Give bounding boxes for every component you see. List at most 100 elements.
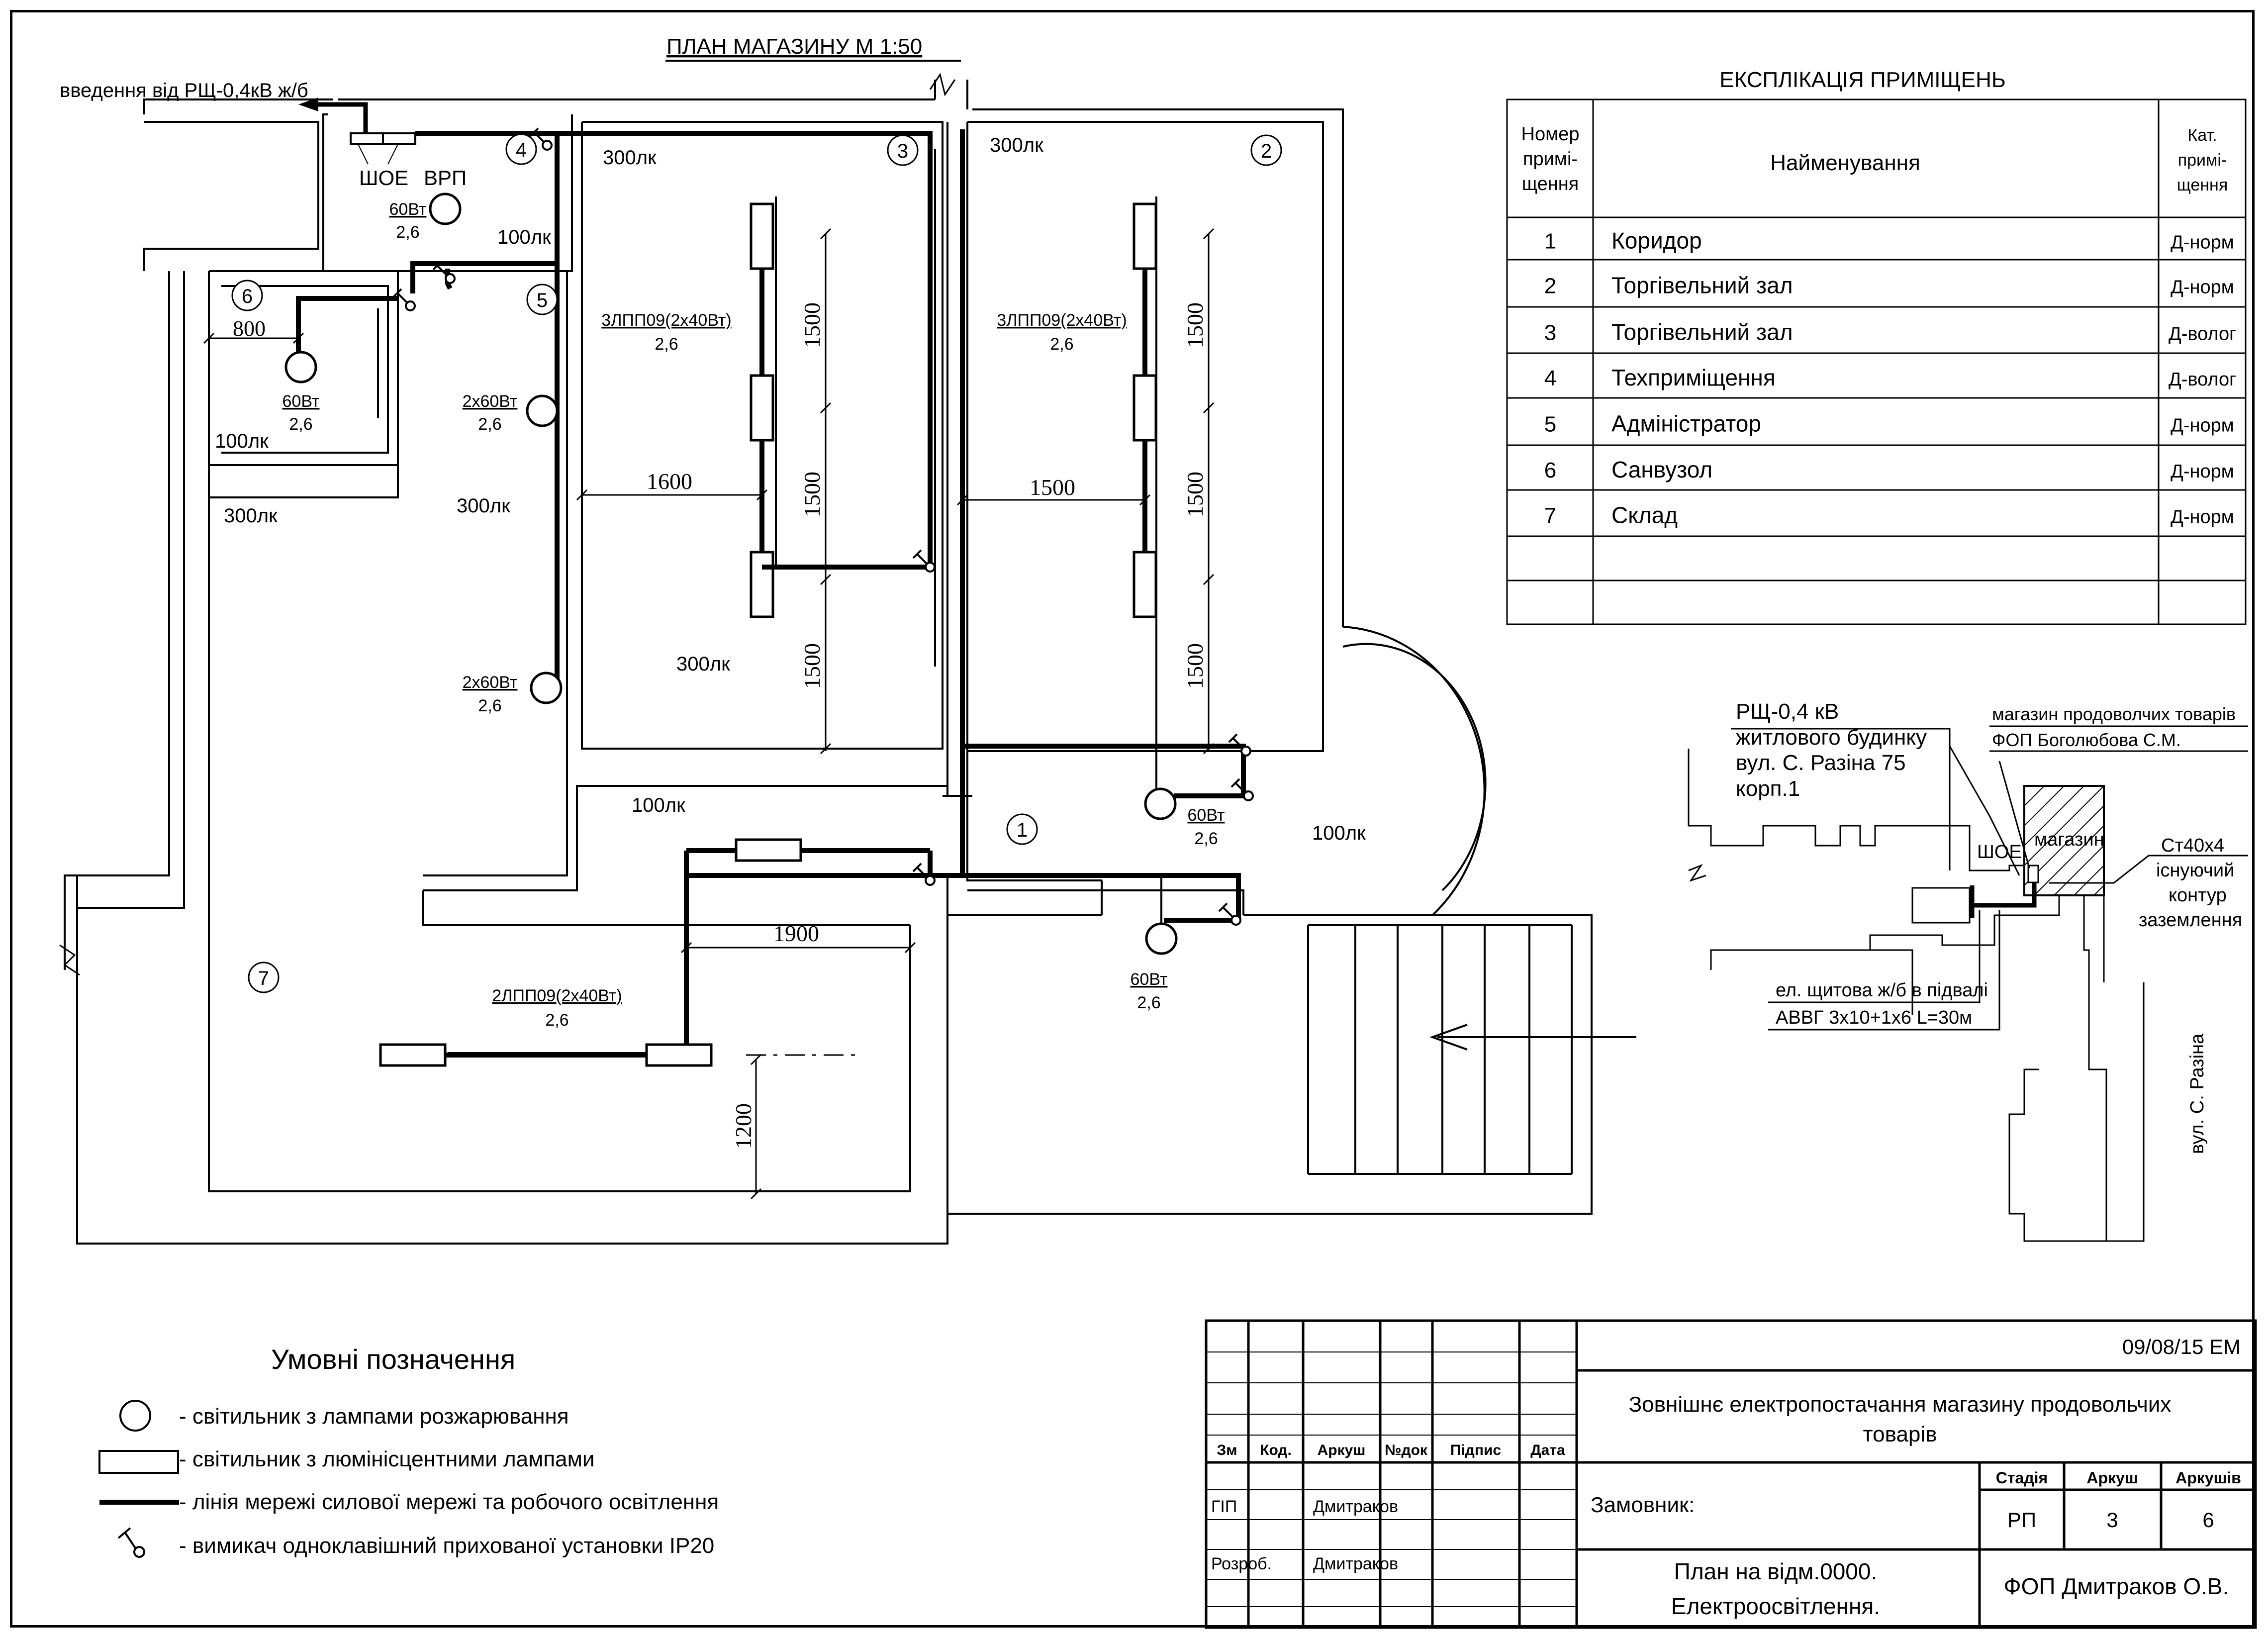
plan-title: ПЛАН МАГАЗИНУ М 1:50 [666, 34, 922, 59]
dim-1200: 1200 [731, 1103, 756, 1149]
title-block-columns: Зм Код. Аркуш №док Підпис Дата [1217, 1442, 1566, 1458]
explication-row-number: 2 [1544, 274, 1556, 298]
svg-text:ел. щитова ж/б в підвалі: ел. щитова ж/б в підвалі [1776, 980, 1988, 1001]
lux-label: 300лк [990, 134, 1043, 156]
svg-text:2,6: 2,6 [1137, 993, 1160, 1012]
dim-1500-r3b: 1500 [799, 472, 825, 517]
svg-text:2,6: 2,6 [396, 223, 419, 242]
svg-text:3ЛПП09(2х40Вт): 3ЛПП09(2х40Вт) [997, 311, 1127, 330]
lux-label: 300лк [457, 495, 510, 517]
svg-text:примі-: примі- [2178, 151, 2227, 170]
fluorescent-fixture [1133, 374, 1157, 442]
gip-name: Дмитраков [1313, 1497, 1398, 1516]
lamp-icon [429, 193, 462, 225]
lamp-icon [119, 1400, 151, 1432]
fluorescent-fixture [98, 1450, 179, 1474]
explication-row-number: 1 [1544, 229, 1556, 254]
svg-text:60Вт: 60Вт [1131, 970, 1168, 989]
fluorescent-lamps [379, 202, 1157, 1067]
explication-row-category: Д-норм [2171, 507, 2234, 528]
svg-text:щення: щення [1522, 174, 1579, 194]
explication-row-name: Коридор [1611, 228, 1702, 254]
svg-text:контур: контур [2169, 885, 2227, 906]
dim-800: 800 [233, 316, 266, 341]
fluorescent-fixture [1133, 202, 1157, 270]
input-label: введення від РЩ-0,4кВ ж/б [60, 80, 308, 101]
svg-text:житлового будинку: житлового будинку [1736, 725, 1927, 750]
svg-text:АВВГ 3х10+1х6 L=30м: АВВГ 3х10+1х6 L=30м [1776, 1007, 1972, 1028]
legend-item: - вимикач одноклавішний прихованої устан… [179, 1534, 714, 1558]
svg-text:6: 6 [242, 286, 253, 307]
lamp-icon [1144, 787, 1177, 820]
explication-row-number: 7 [1544, 504, 1556, 528]
lamp-icon [526, 394, 559, 427]
legend-title: Умовні позначення [271, 1344, 515, 1375]
legend: Умовні позначення - світильник з лампами… [98, 1344, 719, 1558]
switchboards: ШОЕ ВРП [350, 132, 467, 190]
dimension-values: 800 1600 1500 1900 1500 1500 1500 1500 1… [233, 302, 1208, 1149]
sheets-value: 6 [2202, 1508, 2214, 1532]
explication-row-name: Адміністратор [1611, 411, 1761, 437]
svg-text:Кат.: Кат. [2187, 126, 2217, 145]
dimension-lines [203, 228, 1215, 1200]
svg-text:3ЛПП09(2х40Вт): 3ЛПП09(2х40Вт) [601, 311, 731, 330]
fixture-labels: 60Вт 2,6 60Вт 2,6 2х60Вт 2,6 2х60Вт 2,6 … [283, 200, 1225, 1030]
svg-text:3: 3 [897, 140, 908, 162]
fluorescent-fixture [750, 551, 774, 618]
svg-text:ФОП Боголюбова С.М.: ФОП Боголюбова С.М. [1992, 730, 2181, 750]
explication-row-name: Торгівельний зал [1611, 319, 1793, 345]
developer-label: Розроб. [1211, 1554, 1272, 1573]
room-markers: 1 2 3 4 5 6 7 [231, 133, 1282, 993]
dim-1900: 1900 [773, 921, 819, 946]
svg-text:Дата: Дата [1530, 1442, 1565, 1458]
dim-1500-r2c: 1500 [1182, 643, 1208, 689]
svg-text:щення: щення [2177, 176, 2228, 194]
explication-row-number: 3 [1544, 321, 1556, 345]
svg-text:вул. С. Разіна: вул. С. Разіна [2187, 1033, 2208, 1154]
sheet-title: План на відм.0000. [1674, 1558, 1877, 1584]
svg-text:примі-: примі- [1523, 149, 1578, 170]
lux-label: 100лк [497, 226, 551, 248]
dim-1500-r2a: 1500 [1182, 302, 1208, 348]
vrp-label: ВРП [424, 166, 467, 190]
sheet-title-2: Електроосвітлення. [1671, 1593, 1880, 1619]
lux-label: 100лк [215, 430, 269, 452]
svg-text:1: 1 [1017, 819, 1028, 841]
company-name: ФОП Дмитраков О.В. [2004, 1573, 2229, 1599]
svg-text:Найменування: Найменування [1770, 151, 1920, 175]
room-marker-6: 6 [231, 280, 263, 311]
explication-row-name: Склад [1611, 502, 1678, 528]
explication-header: Номер примі- щення Найменування Кат. при… [1521, 124, 2228, 194]
explication-row-name: Санвузол [1611, 457, 1712, 482]
svg-text:ШОЕ: ШОЕ [1977, 842, 2022, 863]
svg-text:Номер: Номер [1521, 124, 1580, 145]
svg-text:магазин продоволчих товарів: магазин продоволчих товарів [1992, 704, 2236, 724]
svg-text:існуючий: існуючий [2156, 860, 2234, 881]
legend-item: - світильник з люмінісцентними лампами [179, 1447, 594, 1471]
svg-text:2,6: 2,6 [478, 696, 501, 715]
svg-text:7: 7 [258, 967, 269, 989]
fluorescent-fixture [1133, 551, 1157, 618]
svg-text:заземлення: заземлення [2139, 910, 2242, 931]
explication-row-category: Д-норм [2171, 232, 2234, 253]
incandescent-lamps [284, 193, 1178, 955]
legend-item: - світильник з лампами розжарювання [179, 1404, 569, 1429]
svg-text:4: 4 [516, 139, 527, 161]
svg-text:РЩ-0,4 кВ: РЩ-0,4 кВ [1736, 699, 1839, 724]
room-marker-7: 7 [248, 962, 280, 993]
stair [1307, 924, 1573, 1175]
legend-item: - лінія мережі силової мережі та робочог… [179, 1490, 719, 1514]
svg-text:№док: №док [1385, 1442, 1428, 1458]
stage-value: РП [2007, 1508, 2036, 1532]
fluorescent-fixture [735, 838, 802, 862]
dim-1500-r3a: 1500 [799, 302, 825, 348]
shoe-label: ШОЕ [359, 166, 408, 190]
room-marker-3: 3 [887, 134, 919, 166]
explication-row-name: Торгівельний зал [1611, 273, 1793, 298]
explication-row-number: 5 [1544, 412, 1556, 437]
developer-name: Дмитраков [1313, 1554, 1398, 1573]
project-title: Зовнішнє електропостачання магазину прод… [1629, 1392, 2172, 1417]
svg-text:корп.1: корп.1 [1736, 776, 1800, 801]
explication-row-category: Д-норм [2171, 415, 2234, 436]
